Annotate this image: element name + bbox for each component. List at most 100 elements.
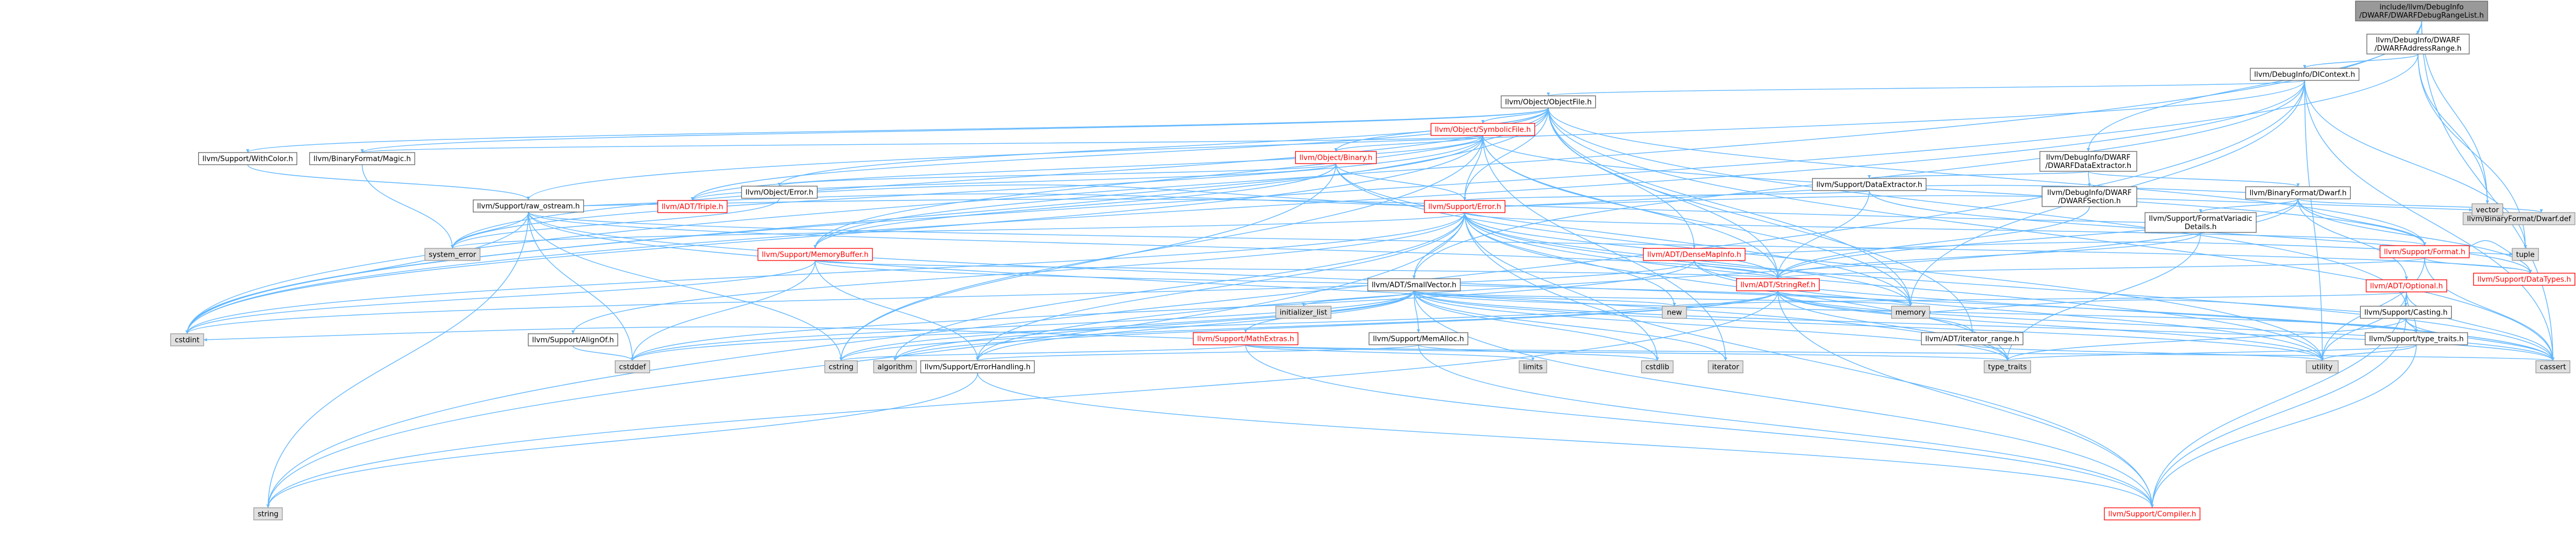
- edge-arrowhead: [2405, 276, 2408, 280]
- node-alignof[interactable]: llvm/Support/AlignOf.h: [528, 333, 618, 346]
- node-dataextractor[interactable]: llvm/DebugInfo/DWARF/DWARFDataExtractor.…: [2039, 151, 2137, 172]
- edge-arrowhead: [1244, 329, 1247, 333]
- node-rawostream[interactable]: llvm/Support/raw_ostream.h: [472, 199, 585, 213]
- node-iterrange[interactable]: llvm/ADT/iterator_range.h: [1920, 332, 2024, 345]
- edge-arrowhead: [1724, 357, 1727, 361]
- node-box: [1736, 278, 1820, 291]
- edge-smallvector-to-cstring: [841, 290, 1415, 361]
- edge-error-to-compiler: [1464, 212, 2153, 508]
- node-cstdint: cstdint: [170, 333, 204, 346]
- edge-mathextras-to-compiler: [1245, 344, 2153, 508]
- node-withcolor[interactable]: llvm/Support/WithColor.h: [198, 152, 298, 165]
- node-label: llvm/Support/Format.h: [2384, 248, 2465, 257]
- edge-error-to-cstdlib: [1464, 212, 1658, 361]
- edge-stringref-to-compiler: [1777, 290, 2153, 508]
- node-memorybuffer[interactable]: llvm/Support/MemoryBuffer.h: [757, 248, 873, 261]
- edge-arrowhead: [361, 149, 364, 153]
- edge-dicontext-to-objectfile: [1548, 80, 2305, 96]
- node-datatypes[interactable]: llvm/Support/DataTypes.h: [2473, 273, 2575, 286]
- node-casting[interactable]: llvm/Support/Casting.h: [2360, 306, 2452, 319]
- edge-binary-to-memorybuffer: [815, 163, 1336, 249]
- node-box: [2039, 151, 2137, 172]
- node-root[interactable]: include/llvm/DebugInfo/DWARF/DWARFDebugR…: [2355, 1, 2488, 21]
- node-box: [2366, 34, 2470, 55]
- edge-smallvector-to-iterator: [1413, 290, 1726, 361]
- node-magic[interactable]: llvm/BinaryFormat/Magic.h: [309, 152, 416, 165]
- node-compiler[interactable]: llvm/Support/Compiler.h: [2104, 507, 2201, 520]
- node-box: [1662, 306, 1687, 319]
- edge-symbolicfile-to-format: [1482, 135, 2425, 246]
- node-dicontext[interactable]: llvm/DebugInfo/DIContext.h: [2250, 68, 2360, 81]
- edge-dwarf-to-format: [2297, 198, 2425, 246]
- edge-error-to-cassert: [1464, 212, 2553, 361]
- edge-arrowhead: [1776, 275, 1780, 279]
- edge-arrowhead: [1909, 303, 1912, 306]
- node-box: [1295, 151, 1377, 164]
- node-addrrange[interactable]: llvm/DebugInfo/DWARF/DWARFAddressRange.h: [2366, 34, 2470, 55]
- edge-memorybuffer-to-errorhandling: [815, 260, 978, 361]
- edge-arrowhead: [893, 357, 897, 361]
- node-box: [2471, 203, 2503, 216]
- node-binary[interactable]: llvm/Object/Binary.h: [1295, 151, 1377, 164]
- edge-errorhandling-to-compiler: [977, 372, 2153, 508]
- node-symbolicfile[interactable]: llvm/Object/SymbolicFile.h: [1431, 123, 1535, 136]
- node-error[interactable]: llvm/Support/Error.h: [1424, 200, 1505, 213]
- node-label: cstring: [828, 363, 853, 372]
- edge-dicontext-to-cstdint: [187, 80, 2305, 334]
- edge-stringref-to-cassert: [1777, 290, 2553, 361]
- edge-error-to-string: [268, 212, 1465, 508]
- edge-stringref-to-utility: [1777, 290, 2323, 361]
- edge-smallvector-to-cstddef: [632, 290, 1415, 361]
- node-dwarf[interactable]: llvm/BinaryFormat/Dwarf.h: [2245, 186, 2351, 199]
- edge-rawostream-to-cstddef: [528, 211, 633, 361]
- node-errorhandling[interactable]: llvm/Support/ErrorHandling.h: [920, 360, 1035, 373]
- node-tuple: tuple: [2512, 248, 2539, 261]
- edge-mathextras-to-cstring: [841, 344, 1246, 361]
- node-box: [1193, 332, 1298, 345]
- edge-arrowhead: [2551, 357, 2555, 361]
- edge-arrowhead: [2529, 270, 2532, 273]
- node-objectfile[interactable]: llvm/Object/ObjectFile.h: [1500, 95, 1596, 108]
- edge-symbolicfile-to-cstring: [841, 135, 1483, 361]
- edge-arrowhead: [814, 245, 817, 248]
- node-label: algorithm: [877, 363, 913, 372]
- node-box: [614, 360, 651, 373]
- node-box: [2360, 306, 2452, 319]
- edge-objectfile-to-densemapinfo: [1548, 107, 1695, 249]
- edge-casting-to-compiler: [2152, 318, 2406, 508]
- edge-arrowhead: [185, 330, 189, 334]
- node-memalloc[interactable]: llvm/Support/MemAlloc.h: [1368, 332, 1469, 345]
- edge-symbolicfile-to-error: [1464, 135, 1483, 201]
- edge-smallvector-to-typetraits: [1413, 290, 2008, 361]
- edge-symbolicfile-to-triple: [692, 135, 1483, 201]
- node-label: llvm/Support/Error.h: [1428, 203, 1501, 211]
- node-label: cassert: [2540, 363, 2566, 372]
- node-optional[interactable]: llvm/ADT/Optional.h: [2366, 279, 2447, 292]
- edge-smallvector-to-algorithm: [894, 290, 1415, 361]
- node-mathextras[interactable]: llvm/Support/MathExtras.h: [1193, 332, 1298, 345]
- node-dwarfsection[interactable]: llvm/DebugInfo/DWARF/DWARFSection.h: [2042, 186, 2137, 207]
- edge-binary-to-cstring: [841, 163, 1336, 361]
- node-label: llvm/BinaryFormat/Magic.h: [313, 155, 411, 164]
- node-box: [920, 360, 1035, 373]
- node-typetraits: type_traits: [1984, 360, 2031, 373]
- node-densemapinfo[interactable]: llvm/ADT/DenseMapInfo.h: [1642, 248, 1746, 261]
- node-triple[interactable]: llvm/ADT/Triple.h: [657, 200, 728, 213]
- node-supdataextractor[interactable]: llvm/Support/DataExtractor.h: [1812, 178, 1926, 191]
- edge-mathextras-to-typetraits: [1245, 344, 2008, 361]
- node-stringref[interactable]: llvm/ADT/StringRef.h: [1736, 278, 1820, 291]
- edge-mathextras-to-cassert: [1245, 344, 2553, 361]
- node-label: llvm/Support/raw_ostream.h: [477, 203, 580, 211]
- node-objerror[interactable]: llvm/Object/Error.h: [741, 186, 818, 199]
- node-vector: vector: [2471, 203, 2503, 216]
- edge-formatvariadic-to-stringref: [1777, 232, 2201, 279]
- edge-layer: [185, 20, 2555, 508]
- node-format[interactable]: llvm/Support/Format.h: [2379, 245, 2470, 258]
- node-typetraitsllvm[interactable]: llvm/Support/type_traits.h: [2365, 332, 2468, 345]
- node-label: utility: [2312, 363, 2333, 372]
- node-smallvector[interactable]: llvm/ADT/SmallVector.h: [1367, 278, 1461, 291]
- node-label: llvm/ADT/Triple.h: [662, 203, 723, 211]
- edge-densemapinfo-to-utility: [1694, 260, 2323, 361]
- node-box: [1519, 360, 1547, 373]
